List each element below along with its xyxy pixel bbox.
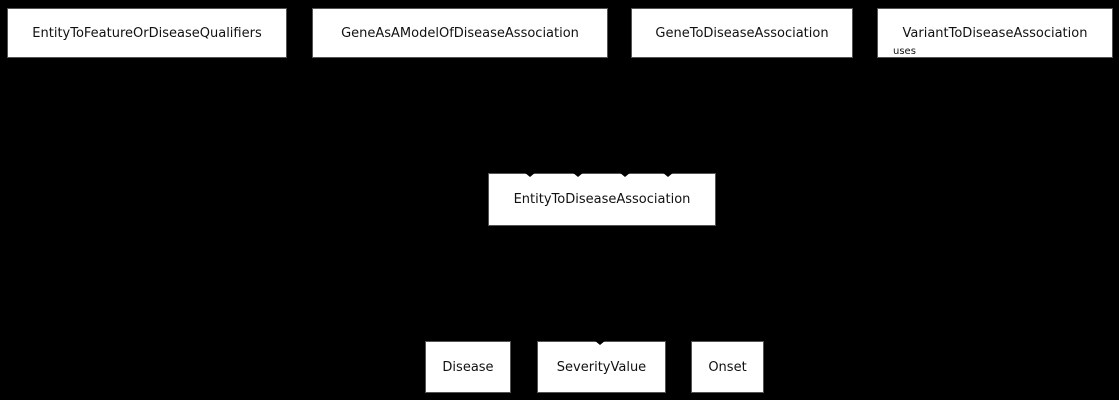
node-entity-to-disease-association[interactable]: EntityToDiseaseAssociation — [488, 173, 716, 226]
arrowhead-icon — [662, 172, 674, 177]
arrowhead-icon — [594, 340, 606, 345]
arrowhead-icon — [619, 172, 631, 177]
node-severity-value[interactable]: SeverityValue — [537, 341, 666, 393]
node-disease[interactable]: Disease — [425, 341, 511, 393]
arrowhead-icon — [524, 172, 536, 177]
node-entity-to-feature-or-disease-qualifiers[interactable]: EntityToFeatureOrDiseaseQualifiers — [7, 8, 287, 58]
node-gene-to-disease-association[interactable]: GeneToDiseaseAssociation — [631, 8, 853, 58]
node-onset[interactable]: Onset — [691, 341, 764, 393]
node-variant-to-disease-association[interactable]: VariantToDiseaseAssociation — [877, 8, 1113, 58]
arrowhead-icon — [572, 172, 584, 177]
edge-label-uses: uses — [893, 46, 916, 57]
node-gene-as-a-model-of-disease-association[interactable]: GeneAsAModelOfDiseaseAssociation — [312, 8, 608, 58]
